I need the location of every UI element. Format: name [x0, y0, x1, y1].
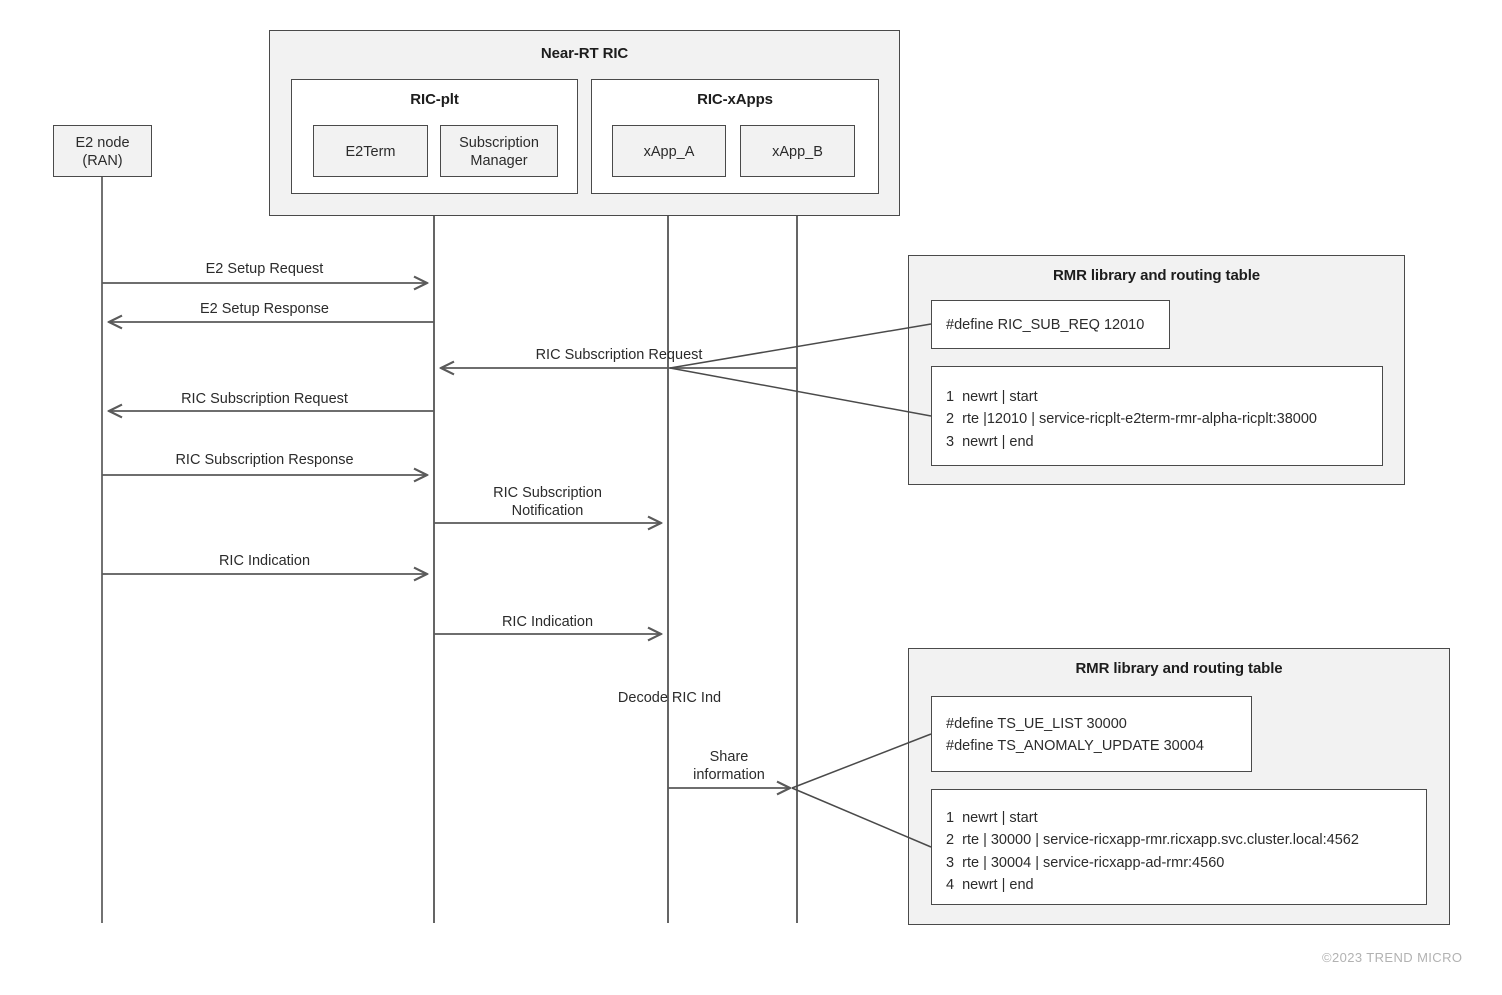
rmr-top-rt-line-1: 1 newrt | start: [946, 389, 1038, 405]
rmr-panel-top-defines-box: #define RIC_SUB_REQ 12010: [931, 300, 1170, 349]
actor-e2-node-label: E2 node (RAN): [75, 135, 130, 170]
component-e2term[interactable]: E2Term: [313, 125, 428, 177]
near-rt-ric-title: Near-RT RIC: [540, 45, 629, 62]
label-ric-indication-xapp: RIC Indication: [501, 614, 594, 630]
rmr-panel-bottom-routing-lines: 1 newrt | start 2 rte | 30000 | service-…: [946, 807, 1359, 897]
label-share-information: Share information: [693, 749, 765, 784]
label-decode-ric-ind: Decode RIC Ind: [617, 690, 722, 706]
component-e2term-label: E2Term: [345, 144, 396, 160]
rmr-bottom-define-line-2: #define TS_ANOMALY_UPDATE 30004: [946, 738, 1204, 755]
rmr-panel-bottom-title: RMR library and routing table: [1075, 660, 1283, 677]
label-ric-subscription-response: RIC Subscription Response: [175, 452, 354, 468]
component-xapp-b[interactable]: xApp_B: [740, 125, 855, 177]
rmr-bottom-rt-line-3: 3 rte | 30004 | service-ricxapp-ad-rmr:4…: [946, 854, 1225, 871]
component-xapp-a-label: xApp_A: [643, 144, 695, 160]
label-ric-subscription-request-e2: RIC Subscription Request: [181, 391, 348, 407]
component-subscription-manager[interactable]: Subscription Manager: [440, 125, 558, 177]
rmr-panel-top-routing-lines: 1 newrt | start 2 rte |12010 | service-r…: [946, 386, 1317, 453]
rmr-bottom-define-line-1: #define TS_UE_LIST 30000: [946, 716, 1127, 732]
rmr-panel-top-define-line: #define RIC_SUB_REQ 12010: [946, 317, 1145, 333]
label-ric-subscription-request-xapp: RIC Subscription Request: [535, 347, 703, 363]
ric-xapps-title: RIC-xApps: [697, 91, 773, 108]
rmr-panel-bottom-routing-box: 1 newrt | start 2 rte | 30000 | service-…: [931, 789, 1427, 905]
label-ric-indication-e2: RIC Indication: [218, 553, 311, 569]
label-ric-subscription-notification: RIC Subscription Notification: [493, 485, 602, 520]
rmr-top-rt-line-2: 2 rte |12010 | service-ricplt-e2term-rmr…: [946, 411, 1317, 428]
copyright-footer: ©2023 TREND MICRO: [1322, 950, 1463, 965]
actor-e2-node[interactable]: E2 node (RAN): [53, 125, 152, 177]
rmr-panel-bottom-define-lines: #define TS_UE_LIST 30000 #define TS_ANOM…: [946, 713, 1204, 758]
rmr-panel-bottom-defines-box: #define TS_UE_LIST 30000 #define TS_ANOM…: [931, 696, 1252, 772]
rmr-bottom-rt-line-4: 4 newrt | end: [946, 877, 1034, 894]
connector-rmr-top-routing: [669, 367, 932, 417]
rmr-bottom-rt-line-2: 2 rte | 30000 | service-ricxapp-rmr.ricx…: [946, 832, 1359, 849]
label-e2-setup-request: E2 Setup Request: [205, 261, 324, 277]
component-xapp-b-label: xApp_B: [772, 144, 823, 160]
rmr-panel-top-routing-box: 1 newrt | start 2 rte |12010 | service-r…: [931, 366, 1383, 466]
rmr-panel-top-title: RMR library and routing table: [1052, 267, 1261, 284]
ric-plt-title: RIC-plt: [410, 91, 459, 108]
component-xapp-a[interactable]: xApp_A: [612, 125, 726, 177]
rmr-bottom-rt-line-1: 1 newrt | start: [946, 810, 1038, 826]
component-subscription-manager-label: Subscription Manager: [459, 135, 539, 170]
rmr-top-rt-line-3: 3 newrt | end: [946, 433, 1034, 450]
label-e2-setup-response: E2 Setup Response: [200, 301, 329, 317]
